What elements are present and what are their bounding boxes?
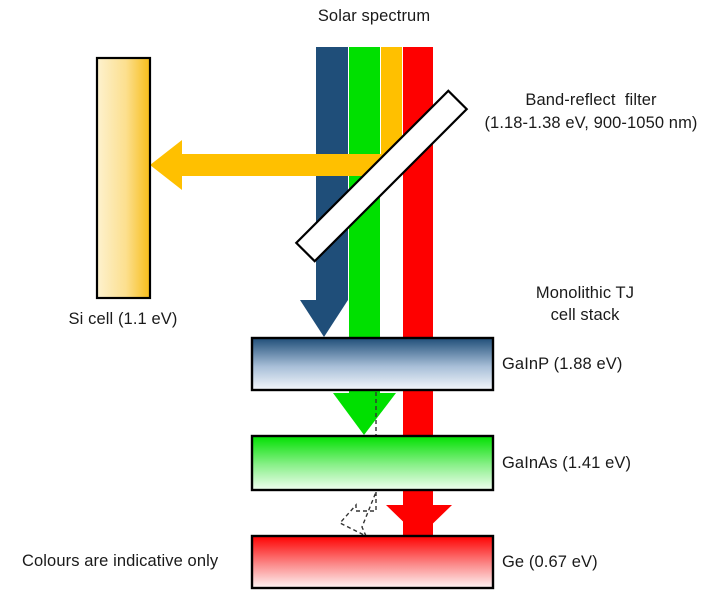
- stack-label-line2: cell stack: [550, 306, 620, 324]
- yellow-band: [381, 47, 402, 157]
- reflected-yellow-arrow: [150, 140, 402, 190]
- red-arrow: [386, 490, 452, 537]
- band-filter-label-line2: (1.18-1.38 eV, 900-1050 nm): [484, 114, 698, 132]
- gainas-cell-label: GaInAs (1.41 eV): [502, 454, 632, 472]
- si-cell: [95, 56, 152, 300]
- blue-arrow: [300, 300, 348, 337]
- ge-cell-label: Ge (0.67 eV): [502, 553, 598, 571]
- colours-note-label: Colours are indicative only: [22, 552, 219, 570]
- solar-spectrum-label: Solar spectrum: [317, 7, 431, 25]
- gainas-cell: [250, 434, 495, 492]
- si-cell-label: Si cell (1.1 eV): [68, 310, 178, 328]
- green-arrow: [333, 390, 396, 435]
- gainp-cell-label: GaInP (1.88 eV): [502, 355, 623, 373]
- band-reflect-filter: [294, 89, 469, 263]
- gainp-cell: [250, 336, 495, 392]
- ge-cell: [250, 534, 495, 590]
- stack-label-line1: Monolithic TJ: [535, 284, 635, 302]
- dashed-arrow: [338, 392, 377, 538]
- band-filter-label-line1: Band-reflect filter: [525, 91, 657, 109]
